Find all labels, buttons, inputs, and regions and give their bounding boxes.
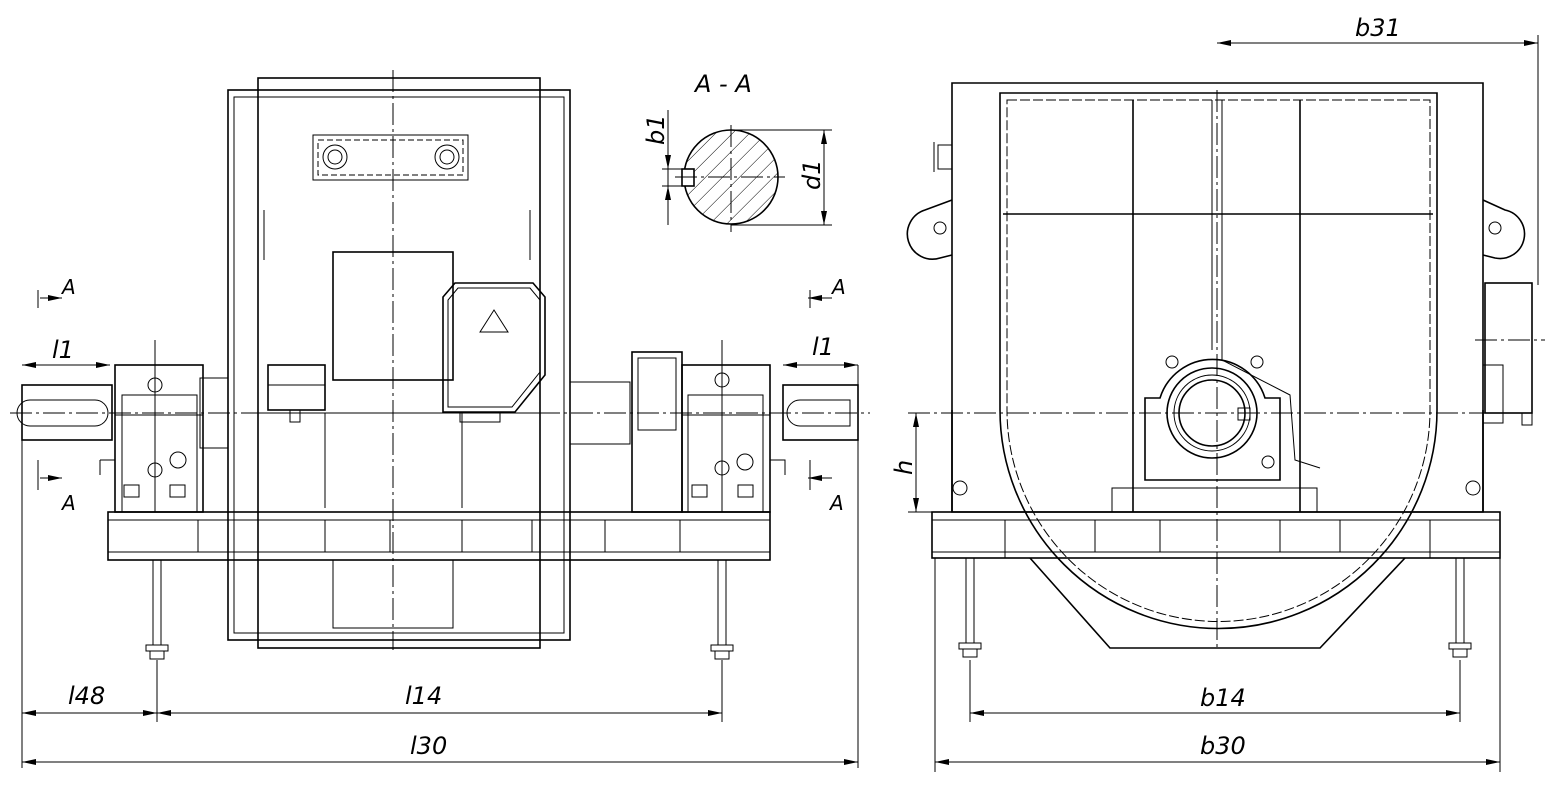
section-label: A	[60, 275, 76, 299]
stator-housing	[999, 92, 1438, 630]
terminal-box	[442, 282, 546, 413]
bearing-right	[681, 340, 786, 513]
anchor-bolt-right	[710, 559, 734, 660]
lifting-lug-right	[1482, 199, 1526, 260]
small-box	[267, 364, 326, 411]
keyway-right	[786, 399, 851, 427]
side-terminal-box	[1484, 282, 1533, 414]
section-label: A	[828, 491, 844, 515]
dim-l30: l30	[410, 732, 447, 760]
dim-l1-left: l1	[52, 336, 74, 364]
lifting-lug-left	[906, 199, 953, 260]
section-label: A	[60, 491, 76, 515]
section-marker-left	[37, 290, 62, 490]
side-base-frame	[931, 511, 1501, 559]
cooler-ports	[312, 134, 469, 181]
dim-b14: b14	[1200, 684, 1246, 712]
section-label: A	[830, 275, 846, 299]
base-frame	[107, 511, 771, 561]
dim-l14: l14	[405, 682, 442, 710]
dim-l48: l48	[68, 682, 105, 710]
dim-b1: b1	[642, 114, 670, 145]
warning-triangle-icon	[479, 309, 509, 333]
side-anchor-bolt-right	[1448, 557, 1472, 658]
shaft-left	[21, 384, 113, 441]
motor-body	[257, 77, 541, 649]
exciter	[631, 351, 683, 513]
front-view: A A A A l1 l1 l48 l14 l30	[10, 70, 870, 768]
dim-b31: b31	[1355, 14, 1401, 42]
dim-l1-right: l1	[812, 333, 834, 361]
section-marker-right	[808, 290, 832, 490]
bearing-left	[99, 340, 204, 513]
dim-b30: b30	[1200, 732, 1246, 760]
section-a-a: A - A b1 d1	[642, 70, 832, 232]
side-view: b31 h b14 b30	[890, 14, 1545, 772]
side-anchor-bolt-left	[958, 557, 982, 658]
anchor-bolt-left	[145, 559, 169, 660]
stator-frame	[227, 89, 571, 641]
section-title: A - A	[693, 70, 752, 98]
dim-h: h	[890, 460, 918, 475]
side-bearing	[1111, 345, 1321, 513]
keyway-left	[16, 399, 109, 427]
trough	[1029, 557, 1406, 649]
dim-d1: d1	[798, 159, 826, 190]
